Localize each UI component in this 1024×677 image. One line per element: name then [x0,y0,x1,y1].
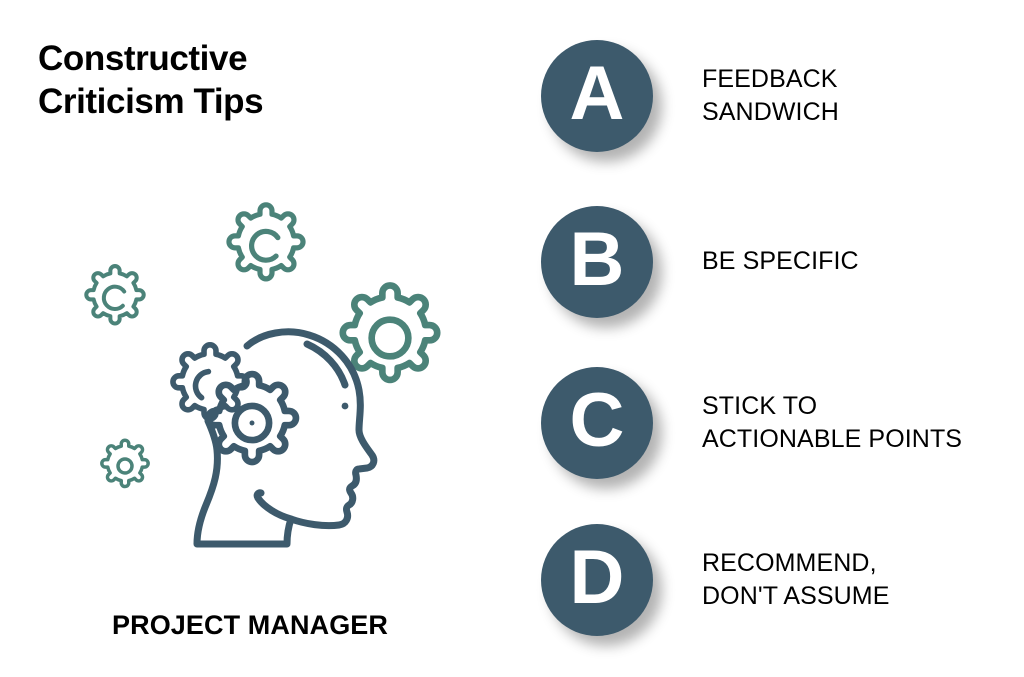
tip-label-b: BE SPECIFIC [702,247,859,276]
tip-letter-c: C [569,378,625,463]
head-with-gears-illustration [62,178,462,558]
tip-letter-d: D [569,535,625,620]
gear-bottom-left-small-icon [100,438,150,489]
tip-item-d[interactable]: D RECOMMEND, DON'T ASSUME [520,524,1024,636]
role-caption: PROJECT MANAGER [111,610,389,640]
page-title-line-1: Constructive [38,39,248,78]
gear-top-center-icon [226,202,306,282]
tip-label-c: STICK TO ACTIONABLE POINTS [702,391,963,453]
tip-letter-a: A [569,51,625,136]
tips-list: A FEEDBACK SANDWICH B BE SPECIFIC C STIC… [520,0,1024,677]
head-profile-outline-icon [193,328,378,548]
brain-gear-small-icon [170,342,250,422]
tip-badge-d[interactable]: D [541,524,653,636]
page-title: Constructive Criticism Tips [38,38,468,123]
page-title-line-2: Criticism Tips [38,81,264,121]
left-column: Constructive Criticism Tips [38,38,468,640]
tip-badge-a[interactable]: A [541,40,653,152]
gear-top-left-icon [84,264,146,326]
tip-badge-b[interactable]: B [541,206,653,318]
tip-item-c[interactable]: C STICK TO ACTIONABLE POINTS [520,367,1024,479]
tip-letter-b: B [569,217,625,302]
gear-right-large-icon [339,282,441,384]
tip-label-d: RECOMMEND, DON'T ASSUME [702,548,890,610]
tip-item-b[interactable]: B BE SPECIFIC [520,206,1024,318]
brain-gear-large-icon [204,370,300,466]
tip-label-a: FEEDBACK SANDWICH [702,64,839,126]
tip-badge-c[interactable]: C [541,367,653,479]
tip-item-a[interactable]: A FEEDBACK SANDWICH [520,40,1024,152]
